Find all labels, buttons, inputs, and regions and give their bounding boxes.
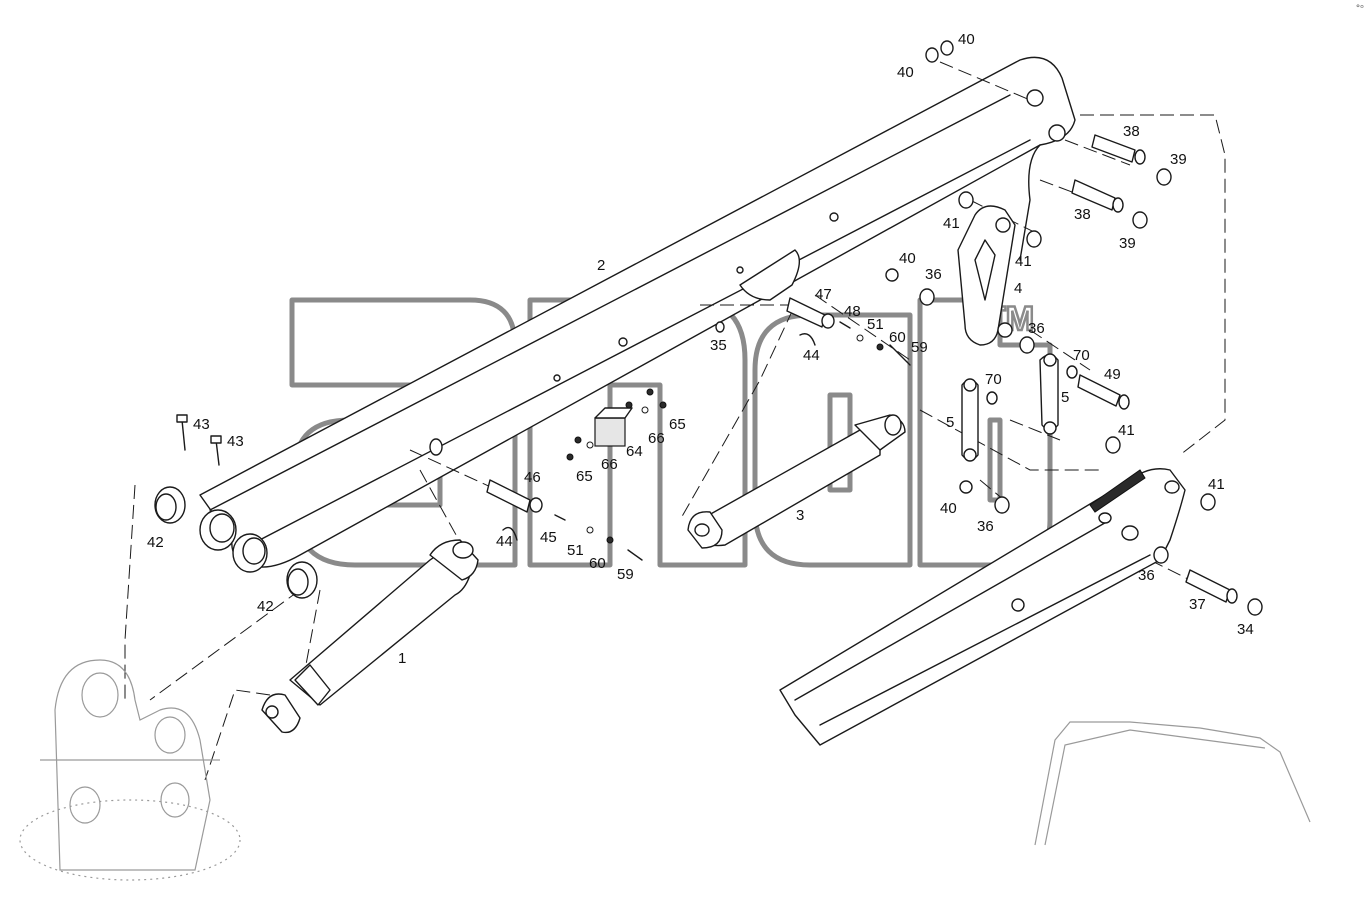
callout-5-left: 5: [946, 414, 954, 431]
callout-66-lower: 66: [601, 456, 618, 473]
callout-3: 3: [796, 507, 804, 524]
callout-36-mid: 36: [1028, 320, 1045, 337]
callout-51: 51: [867, 316, 884, 333]
callout-41: 41: [943, 215, 960, 232]
callout-65-lower: 65: [576, 468, 593, 485]
callout-40-lower: 40: [940, 500, 957, 517]
links-5: [961, 353, 1059, 462]
callout-39-lower: 39: [1119, 235, 1136, 252]
seal-rings: [154, 486, 318, 599]
callouts: 40 40 38 39 38 39 41 41 40 36 4 36 70 49…: [147, 31, 1254, 667]
callout-42: 42: [147, 534, 164, 551]
callout-5-right: 5: [1061, 389, 1069, 406]
bolts-and-nuts: [176, 321, 911, 561]
callout-4: 4: [1014, 280, 1022, 297]
callout-64: 64: [626, 443, 643, 460]
callout-70: 70: [1073, 347, 1090, 364]
callout-46: 46: [524, 469, 541, 486]
callout-59-lower: 59: [617, 566, 634, 583]
callout-48: 48: [844, 303, 861, 320]
callout-60-lower: 60: [589, 555, 606, 572]
callout-38: 38: [1123, 123, 1140, 140]
callout-59: 59: [911, 339, 928, 356]
dipper-cylinder: [687, 414, 906, 549]
callout-45: 45: [540, 529, 557, 546]
callout-43: 43: [193, 416, 210, 433]
callout-36-lower: 36: [977, 518, 994, 535]
machine-thumbnail: [1034, 721, 1311, 846]
slewing-base: [19, 659, 241, 881]
boom-cylinder: [261, 539, 479, 734]
link-plate-4: [957, 205, 1016, 346]
pins-and-bushes: [486, 40, 1263, 616]
callout-41-right: 41: [1015, 253, 1032, 270]
callout-51-lower: 51: [567, 542, 584, 559]
callout-36-dipper: 36: [1138, 567, 1155, 584]
callout-70-left: 70: [985, 371, 1002, 388]
callout-38-lower: 38: [1074, 206, 1091, 223]
callout-39: 39: [1170, 151, 1187, 168]
callout-43-right: 43: [227, 433, 244, 450]
callout-41-dipper-right: 41: [1208, 476, 1225, 493]
callout-49: 49: [1104, 366, 1121, 383]
callout-35: 35: [710, 337, 727, 354]
callout-60: 60: [889, 329, 906, 346]
callout-40-left: 40: [897, 64, 914, 81]
dipper-arm: [779, 468, 1186, 746]
callout-42-lower: 42: [257, 598, 274, 615]
callout-41-dipper: 41: [1118, 422, 1135, 439]
callout-47: 47: [815, 286, 832, 303]
callout-37: 37: [1189, 596, 1206, 613]
callout-2: 2: [597, 257, 605, 274]
corner-mark: °ᵒ: [1355, 4, 1364, 14]
callout-1: 1: [398, 650, 406, 667]
callout-36: 36: [925, 266, 942, 283]
callout-40-top: 40: [958, 31, 975, 48]
callout-44: 44: [803, 347, 820, 364]
callout-65: 65: [669, 416, 686, 433]
callout-44-lower: 44: [496, 533, 513, 550]
main-boom: [199, 56, 1076, 568]
callout-34: 34: [1237, 621, 1254, 638]
callout-40-mid: 40: [899, 250, 916, 267]
callout-66: 66: [648, 430, 665, 447]
